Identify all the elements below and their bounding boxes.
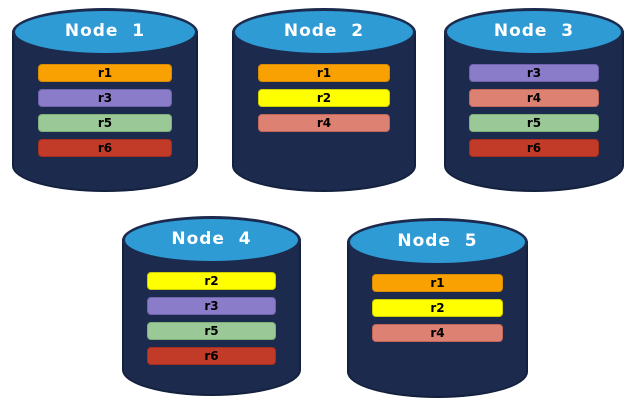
replica-bar-r5: r5 <box>147 322 276 340</box>
replica-label: r5 <box>204 324 219 338</box>
cylinder-body <box>122 239 301 396</box>
replica-label: r5 <box>97 116 113 130</box>
replica-bar-r5: r5 <box>38 114 172 132</box>
database-node-2: Node 2 r1 r2 r4 <box>232 8 416 192</box>
node-title: Node 5 <box>397 231 478 251</box>
cylinder-top: Node 3 <box>444 8 624 56</box>
replica-label: r5 <box>526 116 542 130</box>
replica-list: r1 r2 r4 <box>257 64 391 132</box>
replica-bar-r4: r4 <box>372 324 503 342</box>
replica-bar-r3: r3 <box>469 64 599 82</box>
replica-label: r4 <box>316 116 332 130</box>
database-node-3: Node 3 r3 r4 r5 r6 <box>444 8 624 192</box>
replica-bar-r6: r6 <box>38 139 172 157</box>
replica-bar-r1: r1 <box>38 64 172 82</box>
replica-label: r2 <box>316 91 332 105</box>
replica-bar-r2: r2 <box>372 299 503 317</box>
replica-label: r1 <box>316 66 332 80</box>
replica-label: r3 <box>204 299 219 313</box>
replica-bar-r2: r2 <box>147 272 276 290</box>
node-title: Node 2 <box>283 21 365 41</box>
cylinder-top: Node 5 <box>347 218 528 266</box>
cylinder-body <box>444 31 624 192</box>
replica-label: r1 <box>430 276 445 290</box>
replica-label: r2 <box>204 274 219 288</box>
replica-label: r4 <box>526 91 542 105</box>
replica-label: r6 <box>97 141 113 155</box>
replica-label: r6 <box>204 349 219 363</box>
replica-bar-r2: r2 <box>257 89 391 107</box>
replica-label: r1 <box>97 66 113 80</box>
replica-list: r1 r2 r4 <box>372 274 503 342</box>
replica-label: r3 <box>97 91 113 105</box>
replica-list: r3 r4 r5 r6 <box>469 64 599 157</box>
replica-label: r2 <box>430 301 445 315</box>
cylinder-top: Node 4 <box>122 216 301 264</box>
replica-bar-r1: r1 <box>372 274 503 292</box>
replica-bar-r3: r3 <box>147 297 276 315</box>
replica-list: r1 r3 r5 r6 <box>38 64 172 157</box>
cylinder-top: Node 2 <box>232 8 416 56</box>
replica-bar-r4: r4 <box>257 114 391 132</box>
cylinder-body <box>12 31 198 192</box>
replica-bar-r5: r5 <box>469 114 599 132</box>
node-title: Node 4 <box>171 229 252 249</box>
node-title: Node 3 <box>493 21 575 41</box>
replica-bar-r6: r6 <box>469 139 599 157</box>
cylinder-body <box>347 241 528 398</box>
database-node-4: Node 4 r2 r3 r5 r6 <box>122 216 301 396</box>
cylinder-body <box>232 31 416 192</box>
replica-bar-r6: r6 <box>147 347 276 365</box>
replica-label: r3 <box>526 66 542 80</box>
node-title: Node 1 <box>64 21 146 41</box>
replica-list: r2 r3 r5 r6 <box>147 272 276 365</box>
cylinder-top: Node 1 <box>12 8 198 56</box>
replica-label: r6 <box>526 141 542 155</box>
replica-bar-r4: r4 <box>469 89 599 107</box>
replica-bar-r1: r1 <box>257 64 391 82</box>
database-node-1: Node 1 r1 r3 r5 r6 <box>12 8 198 192</box>
replica-label: r4 <box>430 326 445 340</box>
replica-bar-r3: r3 <box>38 89 172 107</box>
database-node-5: Node 5 r1 r2 r4 <box>347 218 528 398</box>
